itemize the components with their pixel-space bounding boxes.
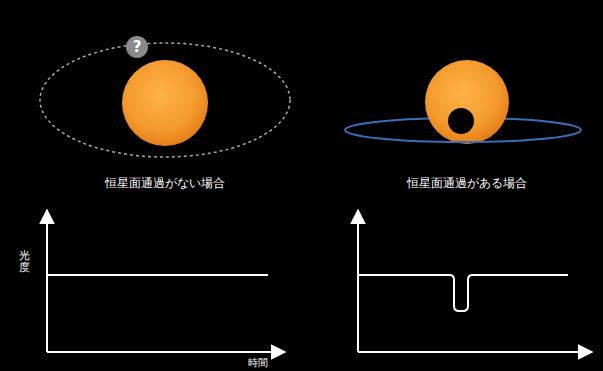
star — [425, 60, 509, 144]
star — [122, 60, 208, 146]
planet — [448, 108, 474, 134]
caption: 恒星面通過がない場合 — [105, 176, 225, 190]
light-curve — [47, 274, 268, 276]
unknown-planet: ? — [126, 36, 148, 58]
axis-label: 光度 — [19, 250, 30, 274]
caption: 恒星面通過がある場合 — [407, 176, 527, 190]
x-axis — [358, 351, 592, 353]
node-text: ? — [133, 40, 142, 55]
light-curve-dip — [358, 275, 568, 311]
y-axis — [46, 210, 48, 352]
x-axis — [47, 351, 285, 353]
axis-label: 時間 — [248, 357, 268, 369]
y-axis — [357, 210, 359, 352]
orbit-dashed — [40, 43, 290, 157]
